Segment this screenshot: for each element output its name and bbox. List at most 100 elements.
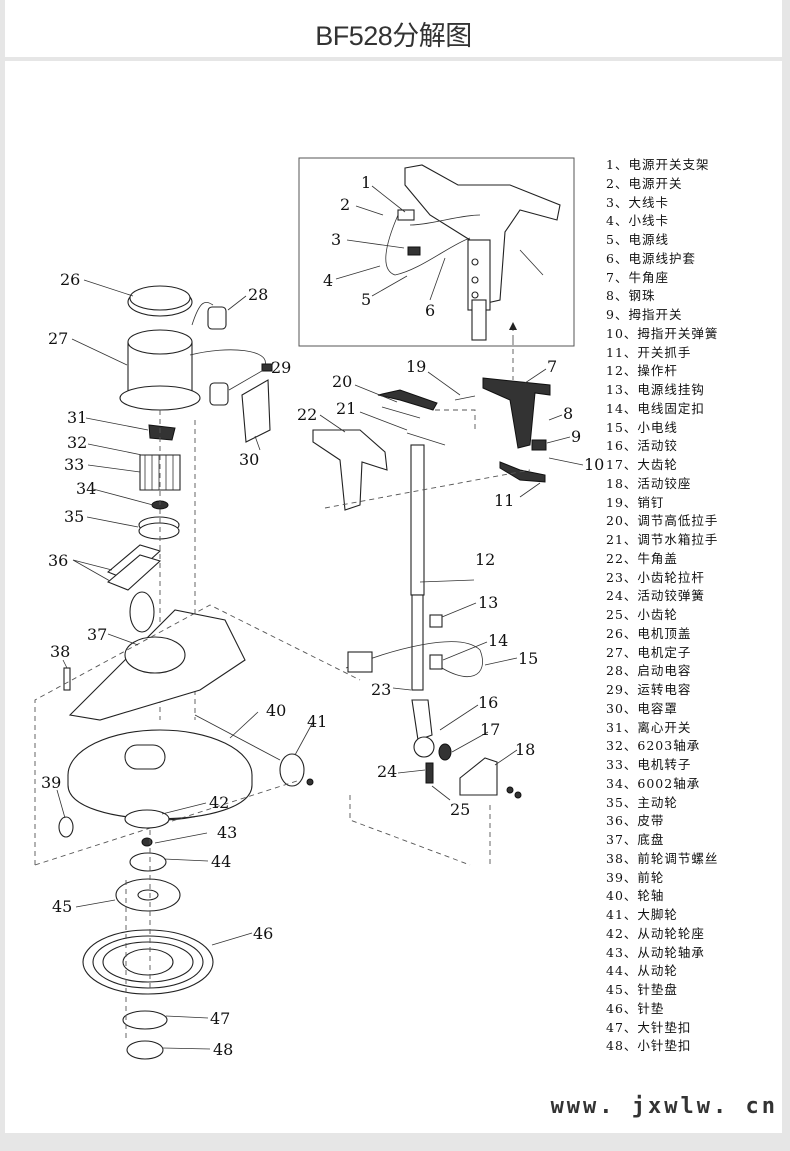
callout-42: 42	[209, 793, 229, 812]
legend-item-38: 38、前轮调节螺丝	[606, 850, 719, 866]
callout-11: 11	[494, 491, 514, 510]
callout-10: 10	[584, 455, 604, 474]
callout-6: 6	[425, 301, 435, 320]
callout-41: 41	[307, 712, 327, 731]
legend-item-29: 29、运转电容	[606, 682, 692, 697]
legend-item-6: 6、电源线护套	[606, 250, 696, 266]
legend-item-46: 46、针垫	[606, 1000, 665, 1016]
callout-23: 23	[371, 680, 391, 699]
site-watermark: www. jxwlw. cn	[550, 1094, 778, 1119]
legend-item-21: 21、调节水箱拉手	[606, 532, 719, 547]
callout-47: 47	[210, 1009, 230, 1028]
callout-25: 25	[450, 800, 470, 819]
callout-33: 33	[64, 455, 84, 474]
motor-assembly-drawing	[106, 285, 273, 720]
legend-item-39: 39、前轮	[606, 869, 665, 885]
callout-13: 13	[478, 593, 498, 612]
callout-16: 16	[478, 693, 498, 712]
legend-item-25: 25、小齿轮	[606, 607, 678, 622]
legend-item-30: 30、电容罩	[606, 700, 678, 716]
callout-26: 26	[60, 270, 80, 289]
legend-item-27: 27、电机定子	[606, 644, 692, 660]
legend-item-44: 44、从动轮	[606, 963, 678, 979]
callout-44: 44	[211, 852, 231, 871]
handle-assembly-drawing	[312, 340, 551, 866]
legend-item-35: 35、主动轮	[606, 794, 678, 810]
part-callouts: 1 2 3 4 5 6 7 8 9 10 11 12 13 14 15 16 1…	[41, 173, 604, 1059]
callout-5: 5	[361, 290, 371, 309]
callout-48: 48	[213, 1040, 233, 1059]
legend-item-15: 15、小电线	[606, 419, 678, 435]
legend-item-13: 13、电源线挂钩	[606, 382, 705, 397]
legend-item-22: 22、牛角盖	[606, 550, 678, 566]
legend-item-3: 3、大线卡	[606, 194, 669, 210]
header-bar: BF528分解图	[5, 0, 782, 57]
callout-34: 34	[76, 479, 96, 498]
legend-item-28: 28、启动电容	[606, 663, 692, 679]
callout-24: 24	[377, 762, 397, 781]
legend-item-41: 41、大脚轮	[606, 907, 678, 922]
callout-45: 45	[52, 897, 72, 916]
power-switch-bracket-drawing	[385, 164, 561, 341]
legend-item-23: 23、小齿轮拉杆	[606, 569, 705, 585]
legend-item-20: 20、调节高低拉手	[606, 513, 719, 529]
legend-item-2: 2、电源开关	[606, 175, 683, 191]
legend-item-12: 12、操作杆	[606, 363, 678, 379]
callout-9: 9	[571, 427, 581, 446]
legend-item-19: 19、销钉	[606, 494, 665, 510]
legend-item-10: 10、拇指开关弹簧	[606, 325, 719, 341]
callout-30: 30	[239, 450, 259, 469]
legend-item-45: 45、针垫盘	[606, 982, 678, 997]
legend-item-34: 34、6002轴承	[606, 775, 701, 791]
callout-1: 1	[361, 173, 371, 192]
callout-7: 7	[547, 357, 557, 376]
legend-item-16: 16、活动铰	[606, 438, 678, 454]
callout-22: 22	[297, 405, 317, 424]
legend-item-1: 1、电源开关支架	[606, 157, 710, 172]
callout-38: 38	[50, 642, 70, 661]
callout-28: 28	[248, 285, 268, 304]
legend-item-40: 40、轮轴	[606, 888, 665, 904]
callout-3: 3	[331, 230, 341, 249]
legend-item-31: 31、离心开关	[606, 719, 692, 735]
legend-item-17: 17、大齿轮	[606, 457, 678, 472]
inset-detail-box	[298, 157, 575, 347]
legend-item-33: 33、电机转子	[606, 757, 692, 772]
legend-item-8: 8、钢珠	[606, 288, 656, 304]
legend-item-43: 43、从动轮轴承	[606, 944, 705, 960]
legend-item-11: 11、开关抓手	[606, 344, 692, 360]
callout-12: 12	[475, 550, 495, 569]
legend-item-14: 14、电线固定扣	[606, 400, 705, 416]
callout-21: 21	[336, 399, 356, 418]
legend-item-9: 9、拇指开关	[606, 307, 683, 322]
chassis-drawing	[34, 591, 361, 866]
legend-item-42: 42、从动轮轮座	[606, 925, 705, 941]
callout-19: 19	[406, 357, 426, 376]
callout-18: 18	[515, 740, 535, 759]
callout-40: 40	[266, 701, 286, 720]
legend-item-24: 24、活动铰弹簧	[606, 588, 705, 604]
page-title: BF528分解图	[315, 21, 472, 51]
callout-20: 20	[332, 372, 352, 391]
legend-item-48: 48、小针垫扣	[606, 1038, 692, 1054]
legend-item-36: 36、皮带	[606, 813, 665, 829]
callout-36: 36	[48, 551, 68, 570]
callout-14: 14	[488, 631, 508, 650]
callout-32: 32	[67, 433, 87, 452]
callout-31: 31	[67, 408, 87, 427]
callout-46: 46	[253, 924, 273, 943]
callout-29: 29	[271, 358, 291, 377]
legend-item-7: 7、牛角座	[606, 269, 669, 285]
callout-27: 27	[48, 329, 68, 348]
legend-item-26: 26、电机顶盖	[606, 625, 692, 641]
callout-2: 2	[340, 195, 350, 214]
legend-item-47: 47、大针垫扣	[606, 1019, 692, 1035]
callout-17: 17	[480, 720, 500, 739]
callout-4: 4	[323, 271, 333, 290]
callout-37: 37	[87, 625, 107, 644]
leader-lines	[56, 185, 584, 1050]
callout-43: 43	[217, 823, 237, 842]
legend-item-37: 37、底盘	[606, 832, 665, 847]
